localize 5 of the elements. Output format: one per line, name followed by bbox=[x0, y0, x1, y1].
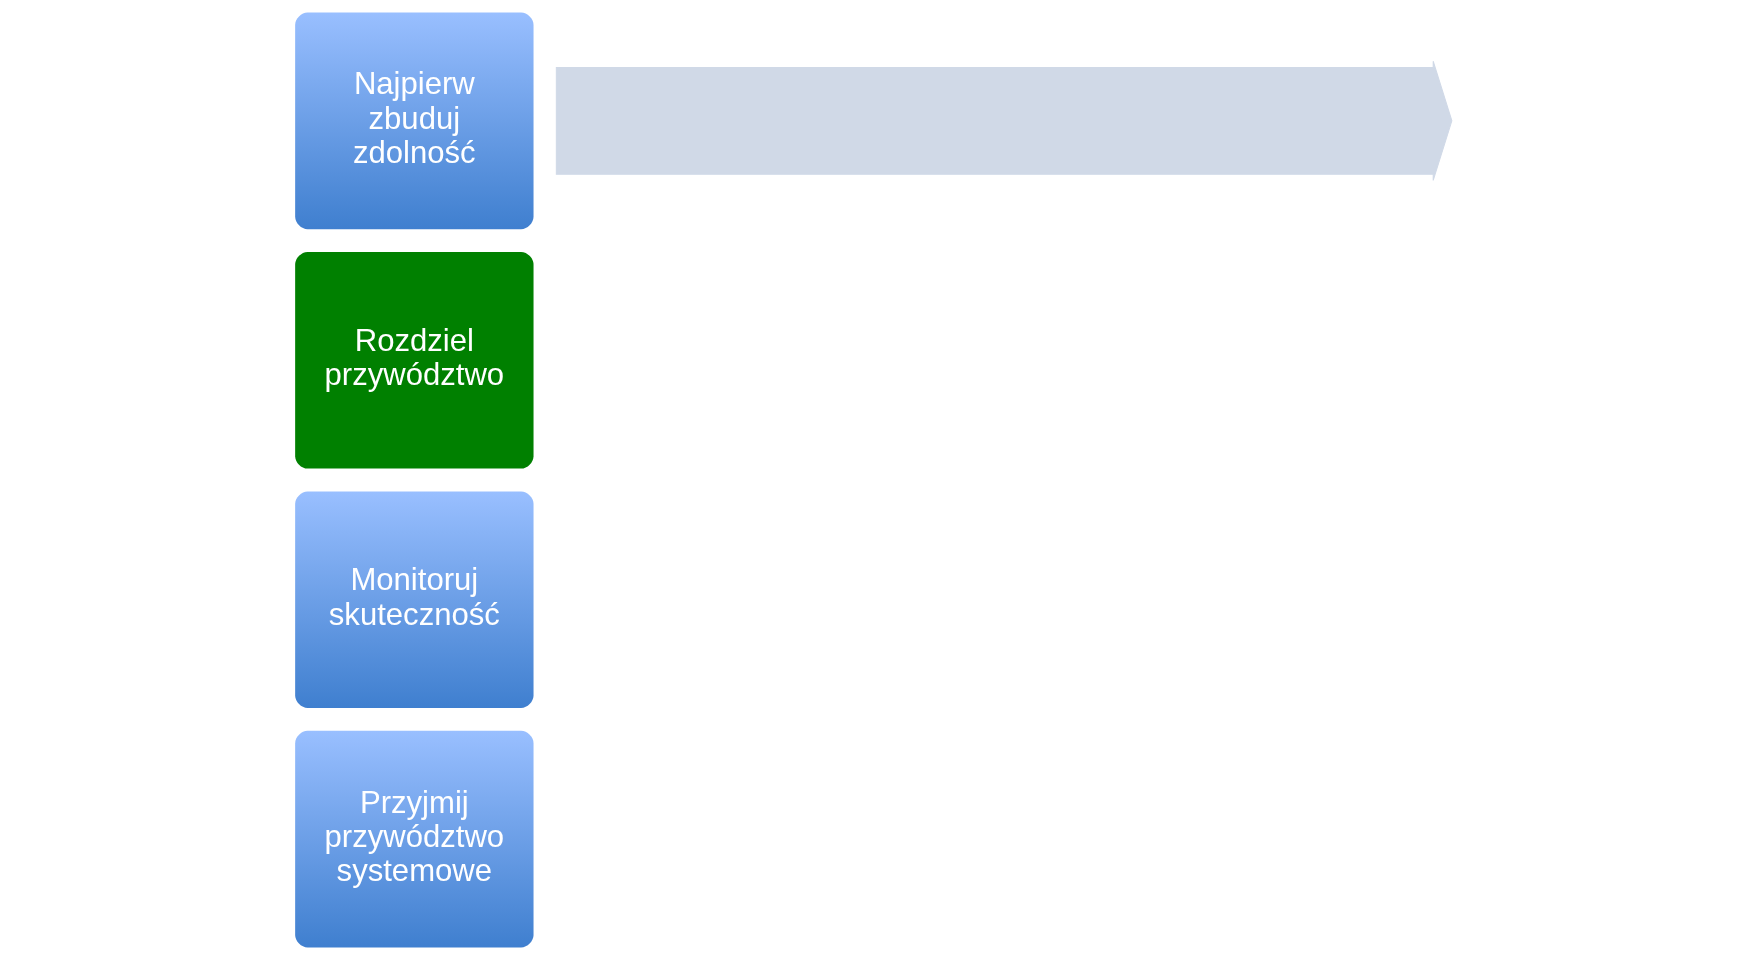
node-box: Rozdziel przywództwo bbox=[295, 252, 534, 469]
node-box: Przyjmij przywództwo systemowe bbox=[295, 730, 534, 948]
node-box: Monitoruj skuteczność bbox=[295, 491, 534, 708]
node-arrow bbox=[555, 60, 1453, 181]
node-box: Najpierw zbuduj zdolność bbox=[295, 12, 534, 230]
